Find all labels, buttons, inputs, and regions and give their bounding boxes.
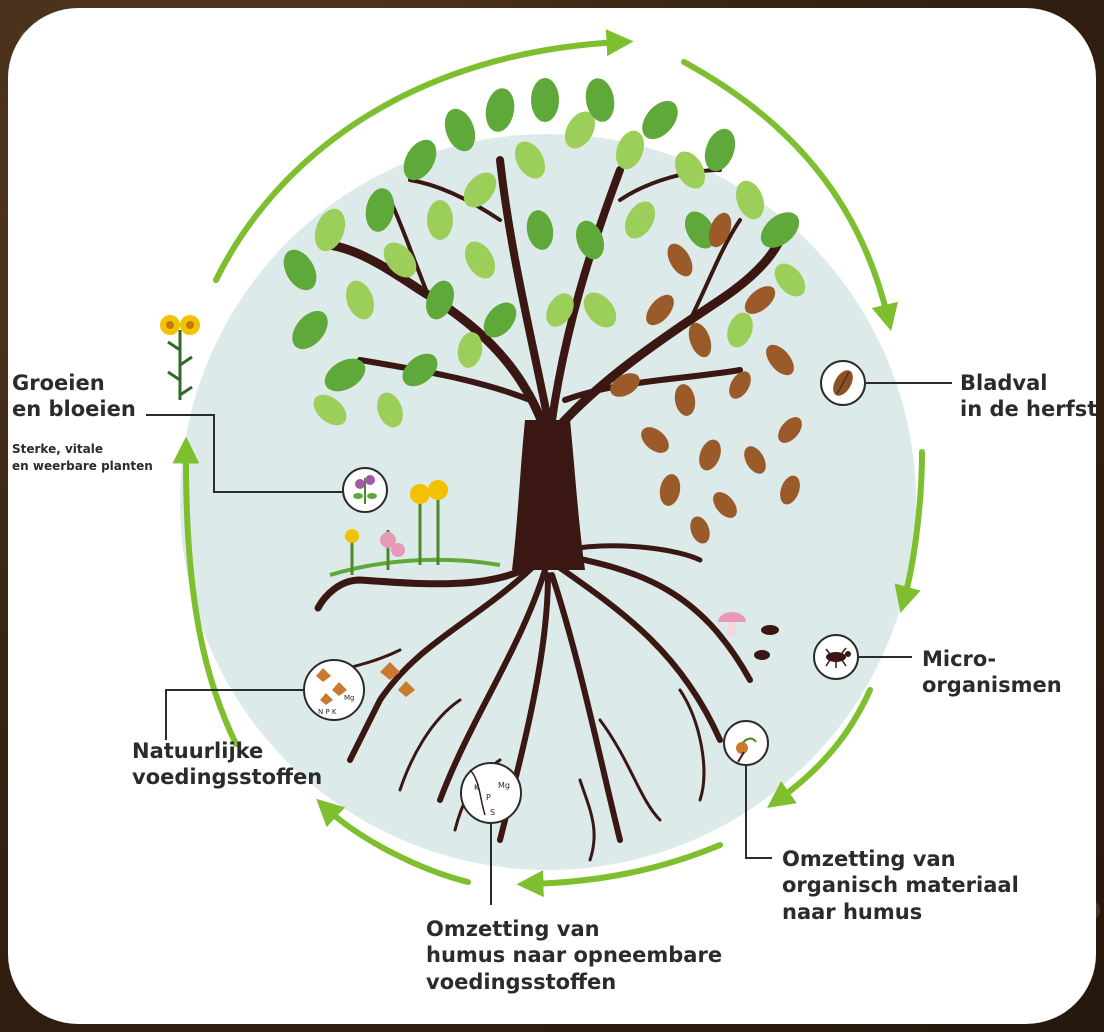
cycle-diagram: K P Mg S Mg N P K (146, 29, 952, 905)
label-natuurlijke-line1: Natuurlijke (132, 739, 264, 763)
svg-text:S: S (490, 808, 495, 817)
label-micro: Micro- organismen (922, 646, 1062, 699)
label-micro-line2: organismen (922, 673, 1062, 698)
falling-leaves (610, 212, 802, 544)
label-groeien-line2: en bloeien (12, 397, 136, 422)
flower-icon (160, 315, 200, 400)
conversion-icon: K P Mg S (469, 769, 510, 817)
label-groeien: Groeien en bloeien (12, 370, 136, 423)
label-natuurlijke-line2: voedingsstoffen (132, 765, 323, 790)
svg-text:Mg: Mg (344, 694, 354, 702)
label-groeien-sub2: en weerbare planten (12, 459, 153, 474)
leaf-icon (833, 370, 853, 396)
label-omzetting-humus-line1: Omzetting van (426, 917, 600, 941)
svg-text:Mg: Mg (498, 781, 510, 790)
cycle-arrow-top (213, 29, 634, 283)
humus-icon (736, 737, 757, 763)
nutrient-leaves (380, 662, 415, 697)
leader-groeien (146, 414, 342, 493)
label-groeien-sub: Sterke, vitale en weerbare planten (12, 441, 153, 476)
leader-omzetting-org (745, 766, 772, 859)
label-omzetting-organisch: Omzetting van organisch materiaal naar h… (782, 846, 1019, 925)
svg-text:P: P (486, 793, 491, 802)
humus-inset (723, 720, 769, 766)
label-omzetting-humus-line2: humus naar opneembare (426, 943, 723, 968)
label-omzetting-org-line1: Omzetting van (782, 847, 956, 871)
label-groeien-line1: Groeien (12, 371, 105, 395)
label-micro-line1: Micro- (922, 647, 997, 671)
label-omzetting-humus: Omzetting van humus naar opneembare voed… (426, 916, 722, 995)
mushroom-bugs (718, 612, 779, 660)
label-natuurlijke: Natuurlijke voedingsstoffen (132, 738, 322, 791)
nutrient-icon: Mg N P K (316, 668, 354, 716)
tree-branches (325, 156, 785, 435)
svg-text:K: K (474, 783, 480, 792)
label-omzetting-humus-line3: voedingsstoffen (426, 969, 617, 994)
cycle-arrow-left-bottom (316, 798, 471, 885)
svg-text:N P K: N P K (318, 708, 337, 716)
ground-flowers (329, 480, 501, 577)
label-omzetting-org-line3: naar humus (782, 899, 923, 924)
leader-lines (146, 382, 952, 905)
bug-icon (825, 647, 851, 668)
leader-natuurlijke (165, 689, 304, 740)
cycle-arrow-right-top (681, 59, 899, 332)
label-bladval: Bladval in de herfst (960, 370, 1096, 423)
cycle-arrow-right-bottom (767, 687, 873, 808)
diagram-card: K P Mg S Mg N P K Groeien en bloeien Ste… (8, 8, 1096, 1024)
tree-canopy (283, 78, 806, 428)
cycle-arrow-right (894, 449, 925, 614)
label-bladval-line2: in de herfst (960, 397, 1096, 422)
label-bladval-line1: Bladval (960, 371, 1048, 395)
seedling-icon (353, 475, 377, 504)
cycle-arrows (172, 29, 925, 898)
label-omzetting-org-line2: organisch materiaal (782, 873, 1019, 898)
cycle-arrow-bottom (516, 842, 723, 898)
cycle-arrow-left (172, 436, 239, 747)
tree-roots (314, 543, 753, 862)
label-groeien-sub1: Sterke, vitale (12, 442, 103, 456)
tree-trunk (512, 420, 585, 570)
